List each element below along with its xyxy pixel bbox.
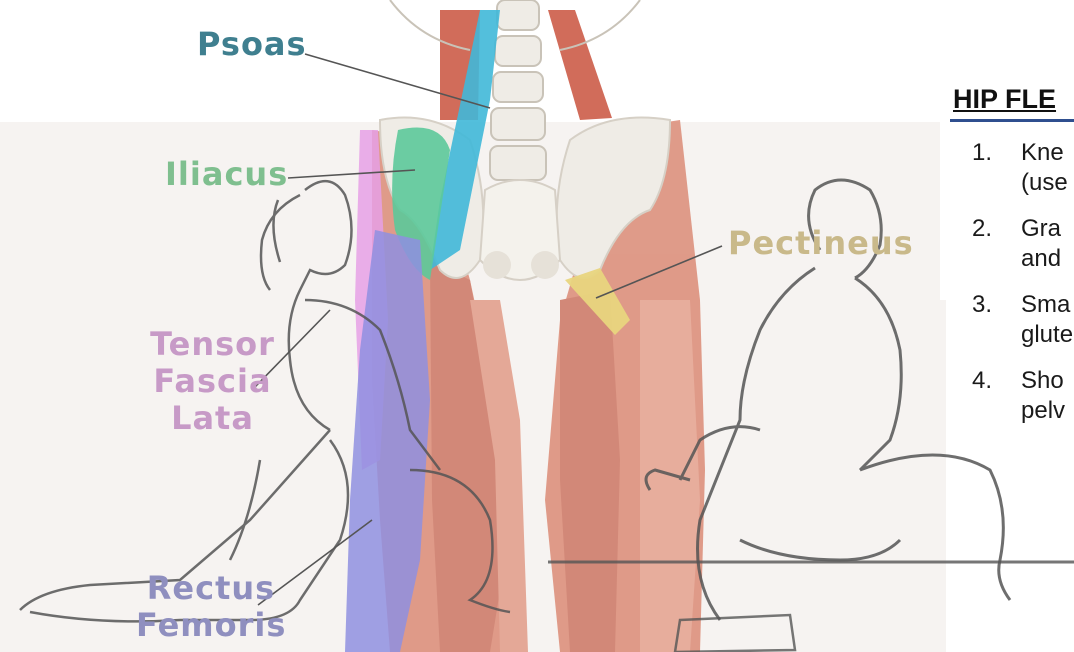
step-text-line: (use — [1021, 168, 1068, 198]
step-number: 3. — [972, 290, 992, 320]
tensor-fascia-lata-label-line: Tensor — [135, 326, 290, 363]
iliacus-label: Iliacus — [165, 156, 288, 193]
psoas-label: Psoas — [197, 26, 307, 63]
step-text-line: Gra — [1021, 214, 1061, 244]
rectus-femoris-label: Rectus Femoris — [136, 570, 286, 644]
tensor-fascia-lata-label-line: Fascia — [135, 363, 290, 400]
step-text-line: glute — [1021, 320, 1073, 350]
tensor-fascia-lata-label: Tensor Fascia Lata — [135, 326, 290, 436]
step-text-line: Kne — [1021, 138, 1064, 168]
step-text-line: Sho — [1021, 366, 1064, 396]
step-text-line: Sma — [1021, 290, 1070, 320]
rectus-femoris-label-line: Femoris — [136, 607, 286, 644]
step-number: 2. — [972, 214, 992, 244]
tensor-fascia-lata-label-line: Lata — [135, 400, 290, 437]
step-number: 1. — [972, 138, 992, 168]
right-abdominal-muscle — [548, 10, 612, 120]
step-text-line: pelv — [1021, 396, 1065, 426]
rectus-femoris-label-line: Rectus — [136, 570, 286, 607]
step-number: 4. — [972, 366, 992, 396]
pectineus-label: Pectineus — [728, 225, 914, 262]
heading-underline-rule — [950, 119, 1074, 122]
panel-heading: HIP FLE — [953, 84, 1056, 115]
step-text-line: and — [1021, 244, 1061, 274]
